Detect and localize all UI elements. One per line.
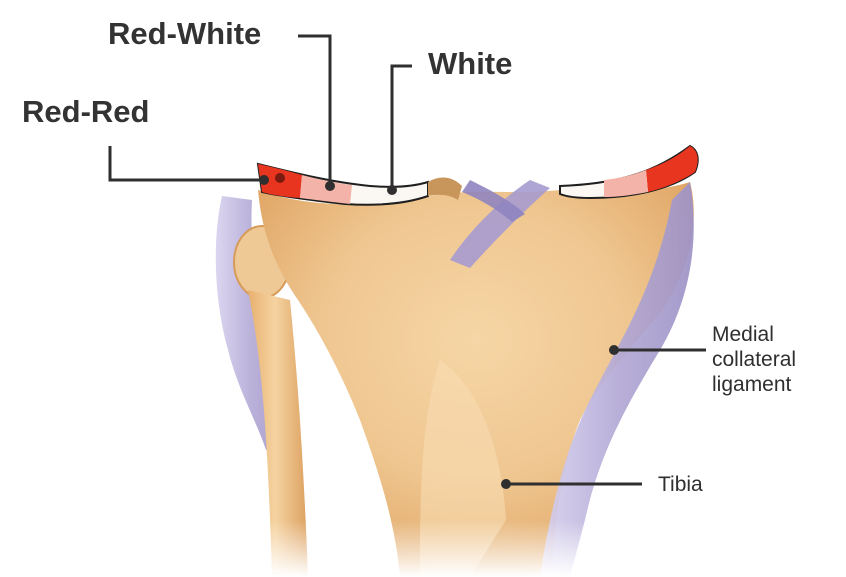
- label-mcl-line-1: Medial: [712, 322, 796, 347]
- label-mcl-line-3: ligament: [712, 372, 796, 397]
- leader-red-white-dot: [325, 181, 335, 191]
- leader-white-dot: [387, 185, 397, 195]
- label-tibia: Tibia: [658, 474, 703, 495]
- label-red-white: Red-White: [108, 18, 261, 49]
- label-mcl-line-2: collateral: [712, 347, 796, 372]
- label-medial-collateral-ligament: Medial collateral ligament: [712, 322, 796, 397]
- label-white: White: [428, 48, 512, 79]
- leader-tibia-dot: [501, 479, 511, 489]
- medial-meniscus-redwhite-zone: [604, 170, 648, 197]
- leader-mcl-dot: [609, 345, 619, 355]
- leader-red-red: [110, 146, 262, 180]
- meniscus-marker: [275, 173, 285, 183]
- leader-white: [392, 66, 412, 190]
- label-red-red: Red-Red: [22, 96, 149, 127]
- leader-red-white: [298, 36, 330, 184]
- leader-red-red-dot: [259, 175, 269, 185]
